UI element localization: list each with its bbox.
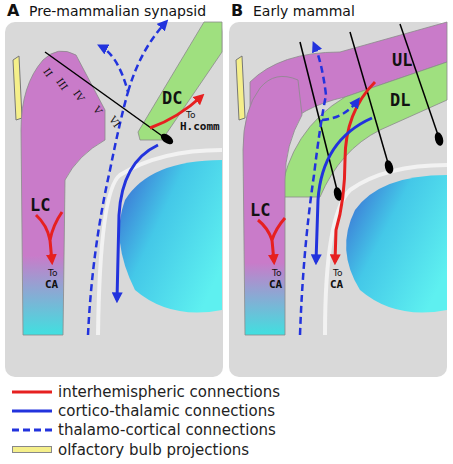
olfactory-strip [236, 56, 245, 120]
lateral-cortex-outline [21, 51, 105, 335]
target-name: CA [330, 278, 343, 291]
interhemispheric-arrow [150, 96, 202, 128]
thalamocortical-arrow [300, 44, 326, 335]
panel-outline [229, 22, 447, 377]
panel-label: Pre-mammalian synapsid [29, 3, 206, 19]
interhemispheric-arrow [50, 212, 62, 262]
corticothalamic-arrow [316, 118, 372, 262]
legend-text: interhemispheric connections [58, 383, 280, 401]
deep-layers-label: DL [390, 90, 410, 110]
lateral-cortex-label: LC [30, 195, 50, 215]
dorsal-cortex-outline [138, 22, 222, 140]
neuron-axon [300, 42, 337, 190]
olfactory-strip [13, 56, 22, 120]
upper-layers-label: UL [392, 50, 412, 70]
neuron-soma [159, 132, 175, 147]
panel-label: Early mammal [253, 3, 355, 19]
target-prefix: To [48, 268, 57, 278]
interhemispheric-arrow [272, 218, 285, 262]
legend-line-sample [12, 391, 52, 394]
interhemispheric-arrow [335, 82, 375, 262]
target-prefix: To [272, 268, 281, 278]
legend-line-sample [12, 429, 52, 432]
lateral-cortex-shape [240, 60, 330, 335]
legend-text: olfactory bulb projections [58, 441, 249, 459]
panel-label: B [231, 1, 243, 20]
neuron-soma [383, 159, 394, 175]
striatum [346, 175, 447, 313]
corticothalamic-arrow [117, 145, 158, 300]
neuron-axon [400, 24, 438, 135]
panel-label: A [7, 1, 19, 20]
neuron-axon [350, 32, 388, 163]
panel-outline [5, 22, 223, 377]
legend-text: thalamo-cortical connections [58, 421, 276, 439]
target-prefix: To [186, 110, 195, 120]
thalamocortical-arrow [322, 100, 358, 120]
ventricle [98, 150, 222, 335]
striatum [119, 160, 222, 313]
legend-swatch [12, 446, 52, 453]
ventricle [325, 165, 447, 335]
thalamocortical-arrow [128, 22, 166, 92]
neuron-soma [332, 186, 343, 202]
neuron-soma [433, 131, 444, 147]
target-name: CA [269, 278, 282, 291]
target-name: CA [45, 278, 58, 291]
lateral-cortex-outline [243, 76, 302, 335]
thalamocortical-arrow [88, 46, 128, 335]
neuron-axon [45, 52, 165, 138]
target-name: H.comm [180, 120, 220, 133]
target-prefix: To [333, 268, 342, 278]
lateral-cortex: LC [240, 60, 330, 335]
interhemispheric-arrow [258, 220, 272, 240]
lateral-cortex-label: LC [250, 200, 270, 220]
legend-line-sample [12, 410, 52, 413]
dorsal-cortex-label: DC [162, 88, 182, 108]
legend-text: cortico-thalamic connections [58, 402, 275, 420]
interhemispheric-arrow [36, 215, 50, 240]
